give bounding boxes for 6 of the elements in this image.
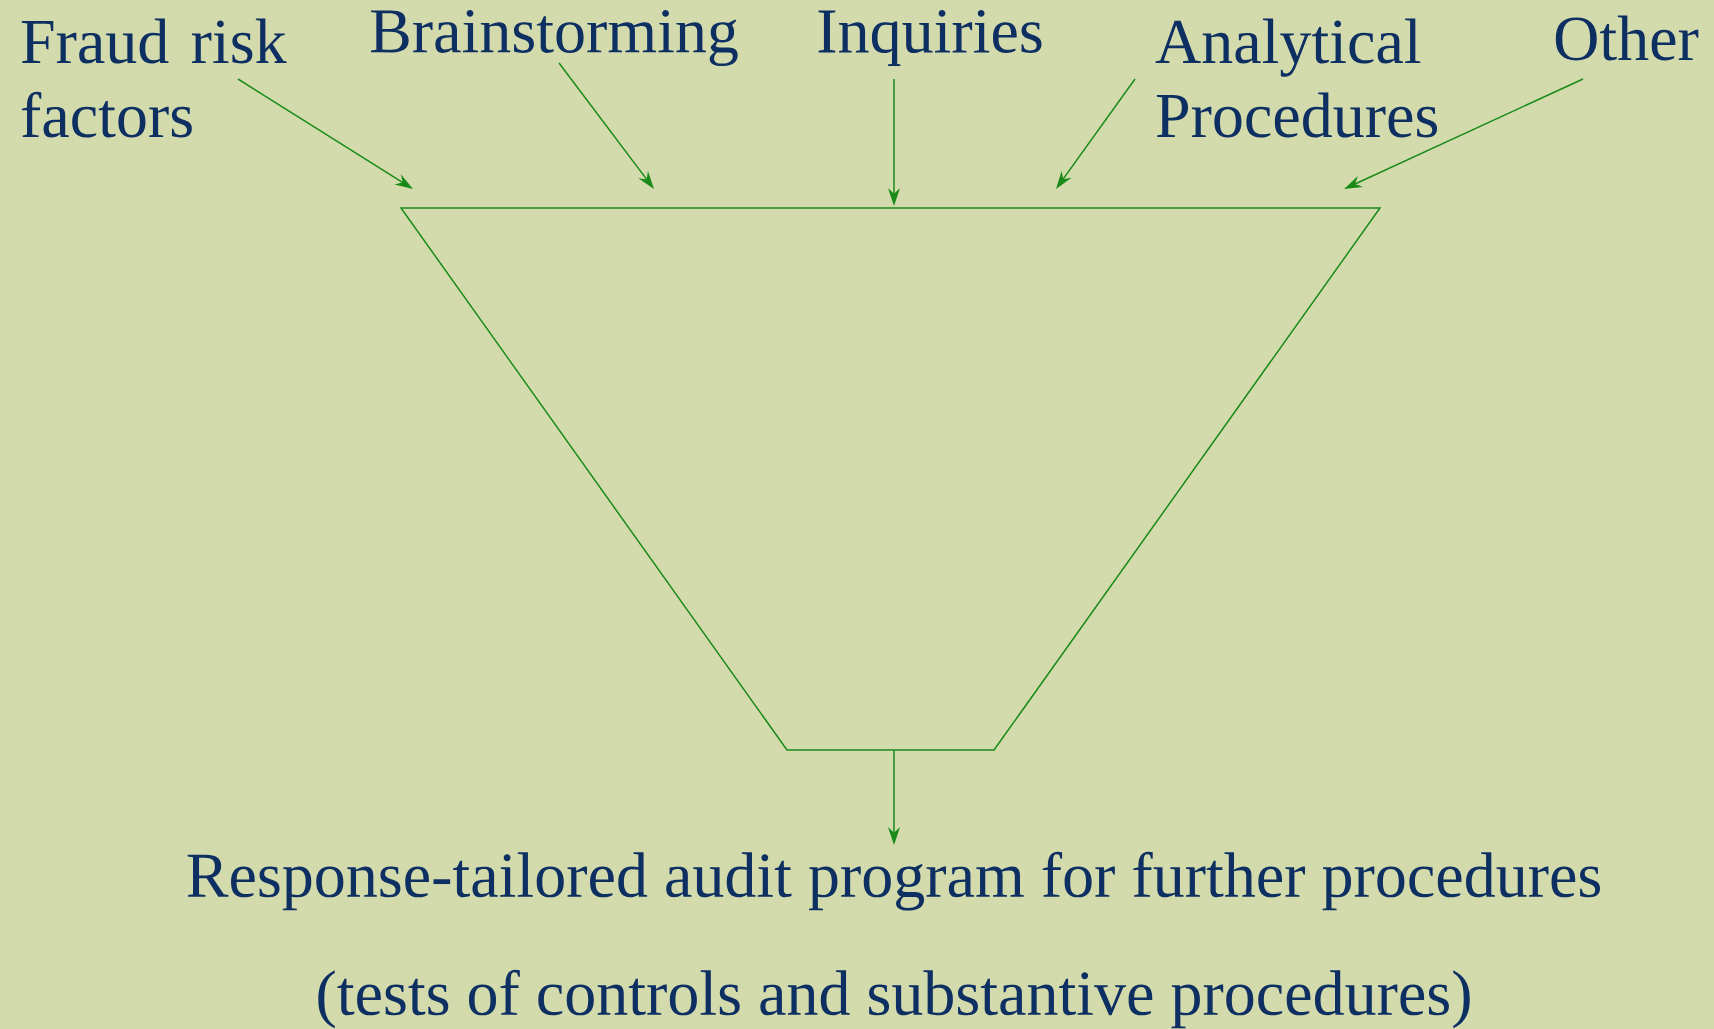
input-label: Brainstorming bbox=[371, 9, 738, 67]
input-label: Analytical Procedures bbox=[1155, 18, 1438, 138]
caption-text: Response-tailored audit program for further procedures (tests of controls and substantive procedures) bbox=[187, 851, 1600, 1029]
input-label: Fraud risk factors bbox=[21, 18, 287, 138]
input-label: Inquiries bbox=[818, 10, 1042, 66]
input-label: Other bbox=[1555, 15, 1699, 61]
